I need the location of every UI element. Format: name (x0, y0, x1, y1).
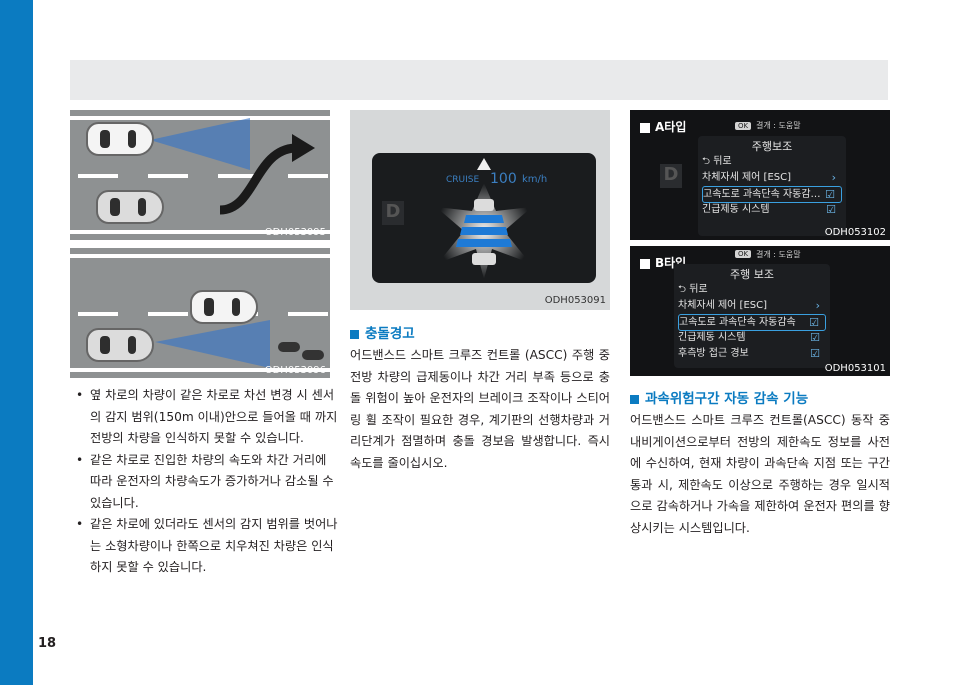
lane-dash (148, 174, 188, 178)
menu-item-label: 고속도로 과속단속 자동감속 (679, 317, 796, 328)
list-item: 같은 차로로 진입한 차량의 속도와 차간 거리에 따라 운전자의 차량속도가 … (76, 450, 338, 515)
help-hint: 결개 : 도움말 (756, 250, 801, 259)
menu-item-esc[interactable]: 차체자세 제어 [ESC] › (702, 170, 842, 185)
figure-code: ODH053096 (264, 365, 326, 376)
menu-screen: 주행보조 ⮌ 뒤로 차체자세 제어 [ESC] › 고속도로 과속단속 자동감… ☑… (698, 136, 846, 236)
front-car (190, 290, 258, 324)
distance-bars (436, 183, 532, 279)
typeA-figure: A타입 OK 결개 : 도움말 D 주행보조 ⮌ 뒤로 차체자세 제어 [ESC… (630, 110, 890, 240)
cruise-label: CRUISE (446, 175, 480, 185)
lane-line (70, 116, 330, 120)
menu-item-label: 긴급제동 시스템 (702, 204, 770, 215)
chapter-sidebar-tab (0, 0, 33, 685)
lane-dash (78, 174, 118, 178)
label-square-icon (640, 258, 650, 269)
checkbox-icon: ☑ (809, 316, 819, 329)
caution-list: 옆 차로의 차량이 같은 차로로 차선 변경 시 센서의 감지 범위(150m … (76, 385, 338, 579)
menu-item-label: 차체자세 제어 [ESC] (702, 172, 792, 183)
lane-change-figure: ODH053095 (70, 110, 330, 240)
menu-item-label: 차체자세 제어 [ESC] (678, 300, 768, 311)
page-number: 18 (38, 636, 57, 651)
figure-code: ODH053102 (824, 227, 886, 238)
sensor-beam (155, 320, 270, 368)
lane-dash (288, 174, 328, 178)
menu-item-label: ⮌ 뒤로 (678, 284, 708, 295)
motorcycle-icon (302, 350, 324, 360)
menu-item-label: ⮌ 뒤로 (702, 156, 732, 167)
menu-item-label: 후측방 접근 경보 (678, 348, 749, 359)
heading-text: 과속위험구간 자동 감속 기능 (645, 391, 809, 407)
gear-indicator: D (660, 164, 682, 188)
lane-line (70, 230, 330, 234)
menu-item-back[interactable]: ⮌ 뒤로 (678, 282, 826, 297)
speed-unit: km/h (522, 174, 548, 185)
figure-code: ODH053101 (824, 363, 886, 374)
lane-dash (148, 312, 188, 316)
lane-line (70, 254, 330, 258)
cruise-speed: 100 (490, 171, 517, 187)
list-item: 같은 차로에 있더라도 센서의 감지 범위를 벗어나는 소형차량이나 한쪽으로 … (76, 514, 338, 579)
menu-item-esc[interactable]: 차체자세 제어 [ESC] › (678, 298, 826, 313)
menu-item-back[interactable]: ⮌ 뒤로 (702, 154, 842, 169)
heading-bullet-icon (350, 329, 359, 339)
menu-title: 주행 보조 (730, 268, 774, 281)
header-bar (70, 60, 888, 100)
menu-screen: 주행 보조 ⮌ 뒤로 차체자세 제어 [ESC] › 고속도로 과속단속 자동감속… (674, 264, 830, 368)
lane-line (70, 368, 330, 372)
menu-item-auto-decel[interactable]: 고속도로 과속단속 자동감속 ☑ (678, 314, 826, 331)
instrument-cluster: D CRUISE 100 km/h (372, 153, 596, 283)
label-square-icon (640, 122, 650, 133)
ok-button-icon: OK (735, 250, 752, 258)
lane-dash (288, 312, 328, 316)
small-vehicle-figure: ODH053096 (70, 248, 330, 378)
adjacent-car (96, 190, 164, 224)
checkbox-icon: ☑ (810, 331, 820, 344)
checkbox-icon: ☑ (826, 203, 836, 216)
own-car (86, 122, 154, 156)
checkbox-icon: ☑ (810, 347, 820, 360)
chevron-right-icon: › (815, 299, 820, 312)
menu-item-emergency-brake[interactable]: 긴급제동 시스템 ☑ (678, 330, 826, 345)
section-heading: 충돌경고 (350, 322, 415, 342)
motorcycle-icon (278, 342, 300, 352)
typeB-figure: B타입 OK 결개 : 도움말 주행 보조 ⮌ 뒤로 차체자세 제어 [ESC]… (630, 246, 890, 376)
body-text: 어드밴스드 스마트 크루즈 컨트롤 (ASCC) 주행 중 전방 차량의 급제동… (350, 348, 610, 470)
figure-code: ODH053091 (544, 295, 606, 306)
section-heading: 과속위험구간 자동 감속 기능 (630, 387, 808, 407)
menu-item-label: 긴급제동 시스템 (678, 332, 746, 343)
type-label-text: A타입 (655, 120, 687, 134)
heading-text: 충돌경고 (365, 326, 415, 342)
menu-item-rear-cross[interactable]: 후측방 접근 경보 ☑ (678, 346, 826, 361)
warning-triangle-icon (477, 158, 491, 170)
gear-indicator: D (382, 201, 404, 225)
menu-item-auto-decel[interactable]: 고속도로 과속단속 자동감… ☑ (702, 186, 842, 203)
lane-dash (78, 312, 118, 316)
own-car (86, 328, 154, 362)
checkbox-icon: ☑ (825, 188, 835, 201)
heading-bullet-icon (630, 394, 639, 404)
type-label: A타입 (640, 118, 686, 135)
figure-code: ODH053095 (264, 227, 326, 238)
lane-dash (218, 174, 258, 178)
menu-item-label: 고속도로 과속단속 자동감… (703, 189, 821, 200)
menu-title: 주행보조 (751, 140, 793, 153)
menu-item-emergency-brake[interactable]: 긴급제동 시스템 ☑ (702, 202, 842, 217)
chevron-right-icon: › (831, 171, 836, 184)
cluster-figure: D CRUISE 100 km/h ODH053091 (350, 110, 610, 310)
body-text: 어드밴스드 스마트 크루즈 컨트롤(ASCC) 동작 중 내비게이션으로부터 전… (630, 413, 890, 535)
list-item: 옆 차로의 차량이 같은 차로로 차선 변경 시 센서의 감지 범위(150m … (76, 385, 338, 450)
sensor-beam (150, 118, 315, 215)
help-hint: 결개 : 도움말 (756, 121, 801, 130)
ok-button-icon: OK (735, 122, 752, 130)
